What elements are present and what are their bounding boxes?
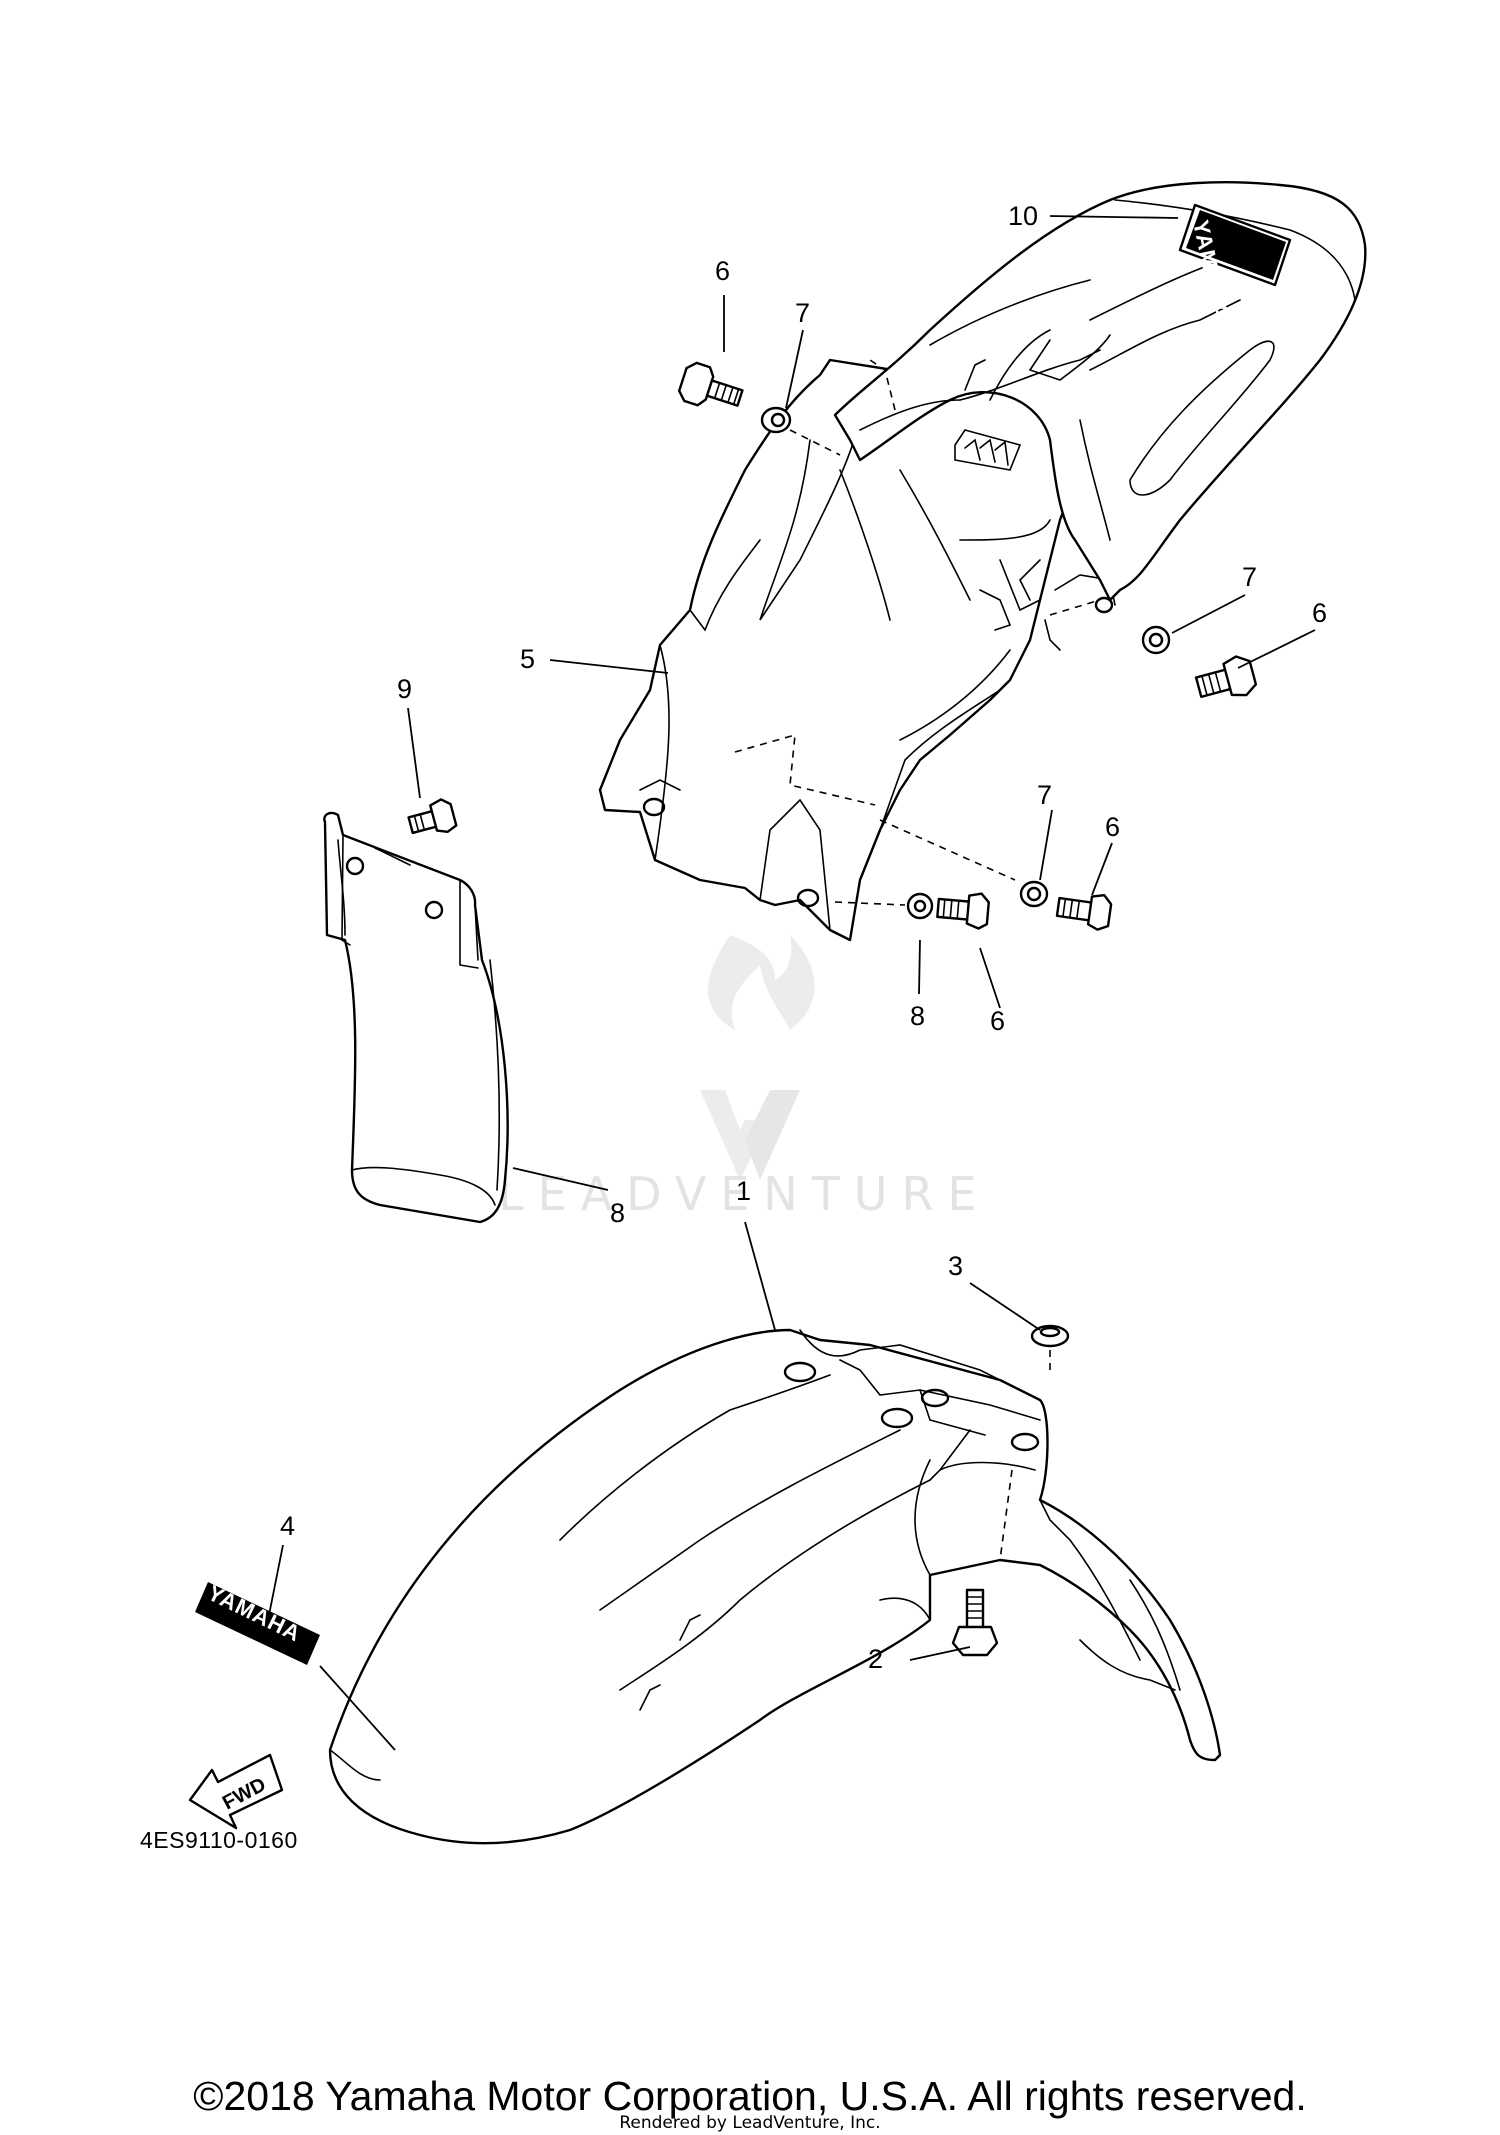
bolt-6b [1194, 655, 1258, 699]
callout-7: 8 [910, 1001, 925, 1031]
washer-7b [1141, 625, 1171, 655]
rendered-by-notice: Rendered by LeadVenture, Inc. [619, 2113, 881, 2133]
callout-7: 7 [1242, 562, 1257, 592]
bolt-6c [1055, 894, 1113, 931]
bolt-2 [951, 1588, 999, 1657]
bolt-6a [677, 361, 744, 407]
callout-7: 7 [1037, 780, 1052, 810]
leadventure-watermark: LEADVENTURE [498, 935, 991, 1221]
callout-10: 10 [1008, 201, 1038, 231]
leader-lines [267, 215, 1316, 1751]
front-decal: YAMAHA [195, 1580, 320, 1665]
grommet-3 [1030, 1324, 1070, 1348]
callout-6: 6 [990, 1006, 1005, 1036]
callout-7: 7 [795, 298, 810, 328]
rear-fender-assembly: YAMAHA [598, 181, 1367, 942]
callout-6: 6 [715, 256, 730, 286]
washer-7d [906, 892, 934, 920]
watermark-text: LEADVENTURE [498, 1167, 991, 1221]
callout-4: 4 [280, 1511, 295, 1541]
callouts: 10 6 7 5 7 6 7 6 8 6 9 8 1 3 4 2 [280, 201, 1327, 1674]
bolt-9 [407, 798, 458, 835]
bolt-6d [936, 892, 990, 930]
copyright-notice: ©2018 Yamaha Motor Corporation, U.S.A. A… [193, 2073, 1307, 2119]
washer-7c [1019, 880, 1049, 908]
callout-3: 3 [948, 1251, 963, 1281]
callout-1: 1 [736, 1176, 751, 1206]
rear-fender-inner-bracket [598, 358, 1122, 942]
callout-6: 6 [1312, 598, 1327, 628]
drawing-code: 4ES9110-0160 [140, 1827, 298, 1853]
callout-8: 8 [610, 1198, 625, 1228]
callout-5: 5 [520, 644, 535, 674]
fork-guard [323, 811, 509, 1224]
callout-6: 6 [1105, 812, 1120, 842]
fwd-arrow-icon: FWD [188, 1753, 284, 1830]
callout-9: 9 [397, 674, 412, 704]
washer-7a [760, 406, 792, 434]
rear-fender-shell: YAMAHA [833, 181, 1367, 616]
front-fender [328, 1328, 1222, 1845]
callout-2: 2 [868, 1644, 883, 1674]
